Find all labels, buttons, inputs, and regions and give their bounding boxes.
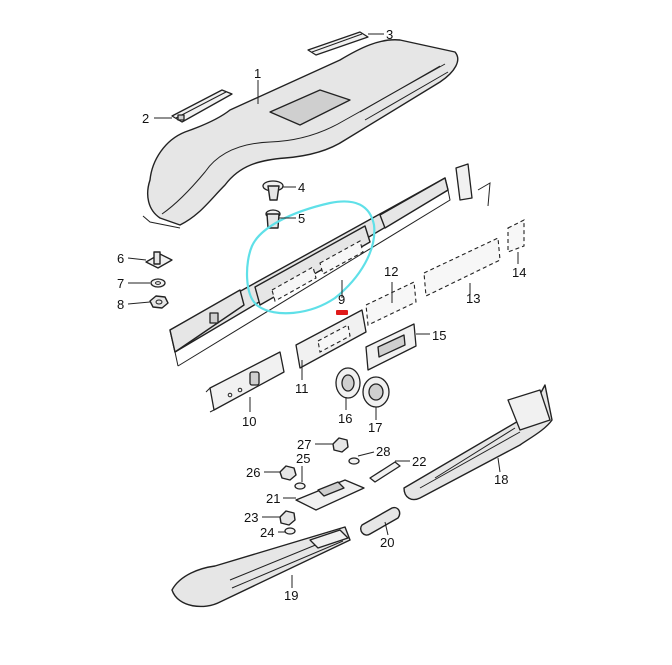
callout-22: 22 <box>412 454 426 469</box>
part-11-panel <box>295 309 367 369</box>
red-marker <box>336 310 348 315</box>
callout-2: 2 <box>142 111 149 126</box>
callout-17: 17 <box>368 420 382 435</box>
callout-1: 1 <box>254 66 261 81</box>
part-9-trim-strip <box>169 163 491 367</box>
part-24-washer <box>284 527 296 535</box>
part-27-nut <box>332 437 349 453</box>
leader-lines <box>127 33 519 588</box>
part-13-panel <box>423 237 501 297</box>
callout-19: 19 <box>284 588 298 603</box>
part-21-latch-plate <box>295 479 365 511</box>
callout-18: 18 <box>494 472 508 487</box>
callout-12: 12 <box>384 264 398 279</box>
callout-9: 9 <box>338 292 345 307</box>
highlight-outline <box>245 200 376 315</box>
callout-4: 4 <box>298 180 305 195</box>
part-dashboard-cover <box>142 39 459 229</box>
part-6-bracket <box>145 251 173 269</box>
part-19-lower-trim <box>171 526 351 608</box>
part-25-clip <box>294 482 306 490</box>
callout-11: 11 <box>295 381 309 396</box>
callout-14: 14 <box>512 265 526 280</box>
part-7-washer <box>150 278 166 288</box>
callout-20: 20 <box>380 535 394 550</box>
part-10-panel <box>205 351 285 413</box>
callout-8: 8 <box>117 297 124 312</box>
callout-23: 23 <box>244 510 258 525</box>
callout-24: 24 <box>260 525 274 540</box>
part-22-bracket <box>369 461 401 483</box>
callout-16: 16 <box>338 411 352 426</box>
callout-27: 27 <box>297 437 311 452</box>
part-28-washer <box>348 457 360 465</box>
part-5-bushing <box>265 209 281 229</box>
part-12-panel <box>365 281 417 326</box>
part-2-vent-trim <box>171 89 233 123</box>
part-17-knob <box>362 376 390 408</box>
callout-6: 6 <box>117 251 124 266</box>
callout-26: 26 <box>246 465 260 480</box>
part-14-panel <box>507 219 525 253</box>
callout-10: 10 <box>242 414 256 429</box>
callout-25: 25 <box>296 451 310 466</box>
part-23-nut <box>279 510 296 526</box>
part-20-handle <box>360 506 401 536</box>
part-26-nut <box>279 465 297 481</box>
callout-21: 21 <box>266 491 280 506</box>
part-3-vent-trim <box>307 31 369 56</box>
callout-5: 5 <box>298 211 305 226</box>
part-8-nut <box>149 295 169 309</box>
callout-13: 13 <box>466 291 480 306</box>
part-15-panel <box>365 323 417 371</box>
callout-28: 28 <box>376 444 390 459</box>
callout-7: 7 <box>117 276 124 291</box>
part-4-clip <box>262 180 284 201</box>
callout-15: 15 <box>432 328 446 343</box>
part-18-lower-trim <box>403 384 553 501</box>
part-16-knob <box>335 367 361 399</box>
callout-3: 3 <box>386 27 393 42</box>
